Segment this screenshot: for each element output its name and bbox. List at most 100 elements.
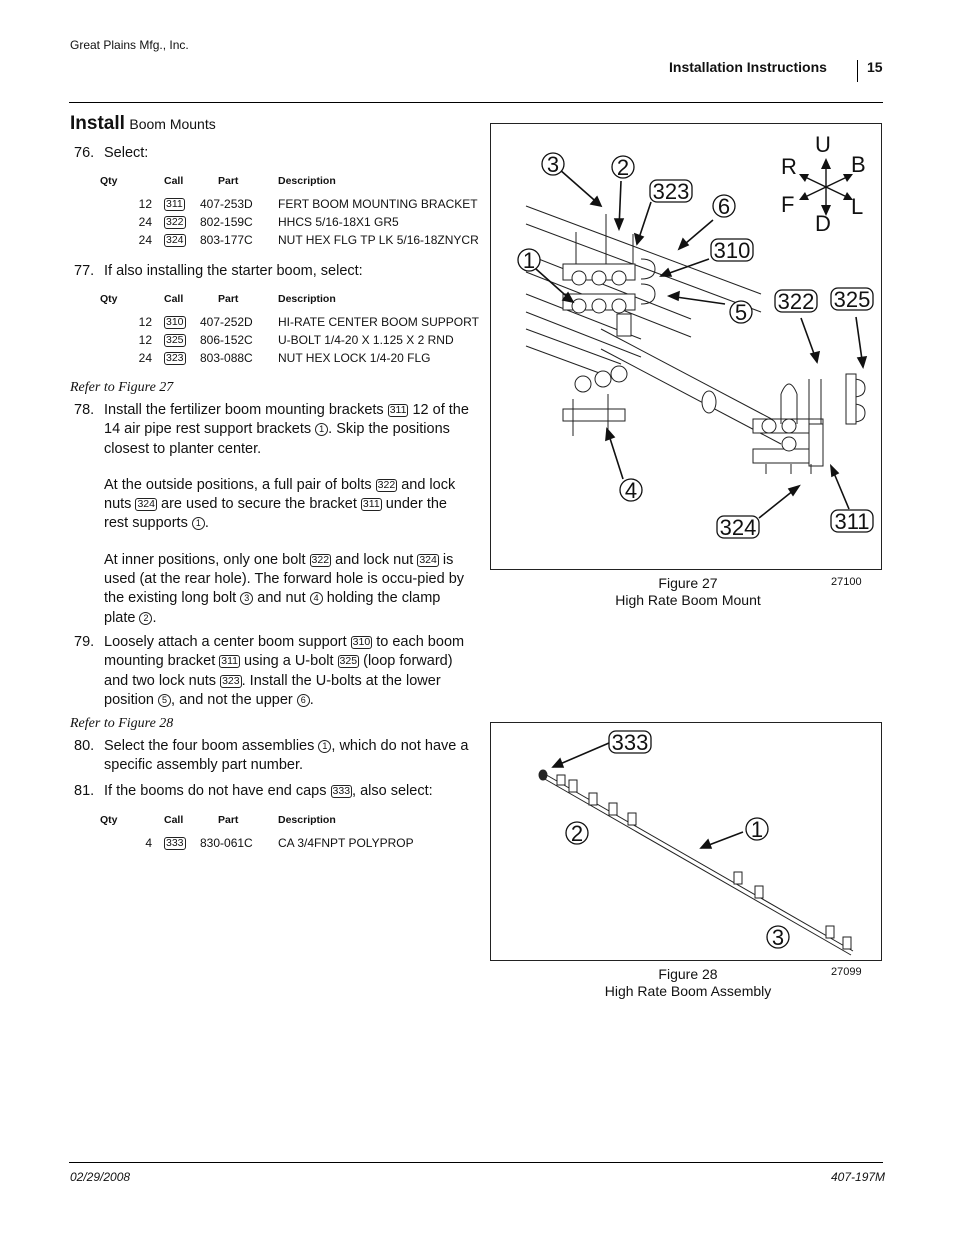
cell-call: 311 (164, 198, 185, 211)
col-part: Part (218, 293, 239, 305)
figure-28-title: High Rate Boom Assembly (604, 983, 772, 999)
text-run: and nut (257, 590, 306, 607)
col-call: Call (164, 175, 184, 187)
text-run: under the rest supports (104, 496, 447, 532)
step-78: 78. Install the fertilizer boom mounting… (70, 401, 470, 631)
text-run: . Install the U-bolts at the lower posit… (104, 672, 441, 708)
label-6: 6 (718, 194, 730, 219)
step-77: 77. If also installing the starter boom,… (70, 262, 470, 282)
figure-28-number: 27099 (831, 966, 862, 978)
cell-description: U-BOLT 1/4-20 X 1.125 X 2 RND (278, 333, 454, 347)
cell-description: HI-RATE CENTER BOOM SUPPORT (278, 315, 479, 329)
text-run: , also select: (352, 783, 433, 799)
label-1: 1 (751, 817, 763, 842)
circled-5: 5 (158, 693, 172, 707)
step-80: 80. Select the four boom assemblies 1, w… (70, 737, 470, 777)
label-2: 2 (571, 821, 583, 846)
figure-27-title: High Rate Boom Mount (615, 592, 761, 608)
label-4: 4 (625, 478, 637, 503)
cell-part: 830-061C (200, 836, 253, 850)
section-title: Install Boom Mounts (70, 113, 216, 135)
cell-part: 803-088C (200, 351, 253, 365)
cell-part: 806-152C (200, 333, 253, 347)
callout-323: 323 (220, 674, 242, 688)
text-run: is used (at the rear hole). The forward … (104, 551, 465, 607)
cell-description: FERT BOOM MOUNTING BRACKET (278, 197, 478, 211)
circled-1: 1 (191, 517, 205, 531)
cell-qty: 12 (138, 315, 152, 329)
cell-qty: 24 (138, 215, 152, 229)
section-title-main: Install (70, 113, 125, 134)
compass-rose-icon (799, 158, 853, 216)
figure-27: U D R B F L 3 2 6 1 5 4 323 310 322 325 … (490, 123, 882, 570)
callout-333: 333 (330, 785, 353, 798)
boom-mount-illustration: U D R B F L 3 2 6 1 5 4 323 310 322 325 … (517, 132, 874, 540)
step-number: 81. (74, 783, 95, 799)
cell-description: HHCS 5/16-18X1 GR5 (278, 215, 399, 229)
cell-qty: 12 (138, 197, 152, 211)
figure-27-label: Figure 27 (658, 575, 718, 591)
step-number: 79. (74, 634, 95, 650)
text-run: Loosely attach a center boom support (104, 634, 347, 650)
step-79: 79. Loosely attach a center boom support… (70, 633, 470, 713)
cell-qty: 4 (145, 836, 152, 850)
col-description: Description (278, 814, 336, 826)
step-text: Select: (104, 145, 149, 161)
label-322: 322 (778, 289, 815, 314)
label-311: 311 (834, 509, 869, 534)
label-5: 5 (735, 300, 747, 325)
circled-6: 6 (296, 693, 310, 707)
footer-rule (69, 1162, 883, 1163)
header-rule (69, 102, 883, 103)
reference-figure-28: Refer to Figure 28 (70, 716, 174, 731)
cell-description: NUT HEX LOCK 1/4-20 FLG (278, 351, 431, 365)
label-325: 325 (834, 287, 871, 312)
cell-description: NUT HEX FLG TP LK 5/16-18ZNYCR (278, 233, 479, 247)
table-row: 12 311 407-253D FERT BOOM MOUNTING BRACK… (100, 195, 479, 213)
step-number: 76. (74, 145, 95, 161)
parts-table-76: Qty Call Part Description 12 311 407-253… (100, 175, 479, 249)
callout-311: 311 (219, 655, 241, 669)
callout-324: 324 (417, 553, 439, 567)
figure-27-caption: Figure 27 High Rate Boom Mount (588, 575, 788, 609)
text-run: Install the fertilizer boom mounting bra… (104, 402, 384, 418)
circled-4: 4 (309, 592, 323, 606)
text-run: . Skip the positions closest to planter … (104, 421, 450, 457)
callout-311: 311 (360, 498, 382, 512)
col-qty: Qty (100, 814, 118, 826)
col-part: Part (218, 814, 239, 826)
company-name: Great Plains Mfg., Inc. (70, 38, 189, 52)
label-3: 3 (772, 925, 784, 950)
callout-322: 322 (309, 553, 332, 567)
table-row: 24 324 803-177C NUT HEX FLG TP LK 5/16-1… (100, 231, 479, 249)
text-run: At inner positions, only one bolt (104, 551, 306, 568)
circled-2: 2 (139, 611, 153, 625)
circled-3: 3 (240, 592, 254, 606)
table-row: 4 333 830-061C CA 3/4FNPT POLYPROP (100, 834, 414, 852)
table-row: 24 323 803-088C NUT HEX LOCK 1/4-20 FLG (100, 349, 479, 367)
callout-324: 324 (135, 498, 157, 512)
cell-call: 325 (164, 334, 186, 347)
table-row: 24 322 802-159C HHCS 5/16-18X1 GR5 (100, 213, 479, 231)
callout-325: 325 (337, 655, 360, 669)
label-310: 310 (714, 238, 751, 263)
col-part: Part (218, 175, 239, 187)
label-3: 3 (547, 152, 559, 177)
callout-310: 310 (350, 636, 373, 649)
step-number: 77. (74, 263, 95, 279)
figure-28-caption: Figure 28 High Rate Boom Assembly (588, 966, 788, 1000)
step-number: 80. (74, 738, 95, 754)
cell-qty: 24 (138, 351, 152, 365)
step-text: If also installing the starter boom, sel… (104, 263, 363, 279)
page-number: 15 (867, 59, 883, 75)
step-78-paragraph-2: At the outside positions, a full pair of… (104, 476, 456, 532)
callout-311: 311 (387, 404, 409, 417)
step-text: If the booms do not have end caps 333, a… (104, 782, 469, 801)
figure-28-label: Figure 28 (658, 966, 718, 982)
parts-table-77: Qty Call Part Description 12 310 407-252… (100, 293, 479, 367)
col-qty: Qty (100, 293, 118, 305)
parts-table-81: Qty Call Part Description 4 333 830-061C… (100, 814, 414, 852)
step-81: 81. If the booms do not have end caps 33… (70, 782, 470, 802)
cell-description: CA 3/4FNPT POLYPROP (278, 836, 414, 850)
text-run: , which do not have a specific assembly … (104, 738, 469, 774)
